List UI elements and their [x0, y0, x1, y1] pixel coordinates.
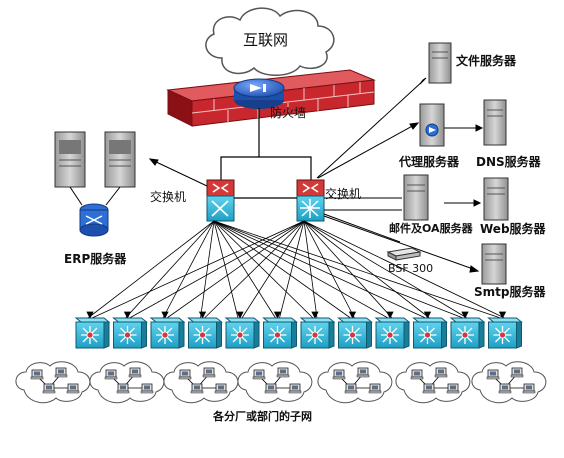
access-switch-icon	[374, 317, 411, 349]
arrowhead	[348, 311, 357, 319]
access-link-left	[200, 220, 215, 319]
arrowhead	[123, 311, 132, 319]
access-switch-icon	[187, 317, 223, 349]
access-link-left	[213, 220, 276, 319]
bsf-label: BSF 300	[388, 262, 434, 275]
subnet-cloud-icon	[395, 361, 471, 404]
access-link-right	[241, 220, 305, 319]
access-link-right	[279, 220, 305, 319]
access-link-left	[213, 220, 351, 319]
dns-server-label: DNS服务器	[476, 155, 541, 169]
access-switch-icon	[224, 317, 261, 349]
file-server-label: 文件服务器	[456, 54, 517, 68]
access-link-left	[213, 220, 464, 319]
arrowhead	[386, 311, 394, 319]
access-link-right	[303, 220, 393, 319]
access-link-right	[303, 220, 430, 319]
access-link-right	[91, 220, 305, 319]
access-link-right	[129, 220, 305, 319]
access-link-right	[303, 220, 318, 319]
access-switch-icon	[262, 317, 298, 349]
access-switch-icon	[449, 317, 486, 349]
access-link-right	[303, 220, 505, 319]
core-switch-left-icon	[206, 179, 235, 222]
core-switch-right-icon	[296, 179, 325, 222]
proxy-server-label: 代理服务器	[399, 155, 460, 169]
server-links	[148, 77, 484, 273]
subnet-cloud-icon	[471, 361, 547, 404]
access-switch-icon	[112, 317, 148, 349]
access-switch-icon	[149, 317, 186, 349]
subnet-cloud-icon	[89, 361, 165, 404]
subnets-label: 各分厂或部门的子网	[213, 410, 312, 423]
proxy-server-icon	[419, 103, 445, 147]
arrowhead	[86, 311, 94, 319]
bsf-appliance-icon	[386, 247, 422, 261]
subnet-cloud-icon	[163, 361, 239, 404]
web-server-icon	[483, 177, 509, 221]
router-icon	[233, 78, 285, 109]
access-link-left	[213, 220, 426, 319]
access-links	[86, 220, 507, 319]
access-link-right	[204, 220, 305, 319]
uplink-lines	[220, 108, 312, 180]
left-switch-label: 交换机	[150, 190, 187, 204]
erp-server-group-icon	[54, 131, 136, 237]
mail-oa-server-label: 邮件及OA服务器	[389, 222, 473, 235]
access-switch-row	[74, 317, 523, 349]
access-switch-icon	[337, 317, 373, 349]
access-switch-icon	[299, 317, 336, 349]
web-server-label: Web服务器	[480, 222, 546, 236]
access-link-left	[87, 220, 215, 319]
file-server-icon	[428, 42, 452, 84]
dns-server-icon	[483, 99, 507, 146]
erp-server-label: ERP服务器	[64, 252, 127, 266]
access-link-left	[213, 220, 389, 319]
arrowhead	[461, 311, 469, 319]
internet-label: 互联网	[243, 31, 289, 49]
internet-cloud-icon	[205, 7, 335, 76]
arrowhead	[498, 311, 507, 319]
arrowhead	[311, 311, 319, 319]
access-switch-icon	[412, 317, 448, 349]
subnet-cloud-icon	[15, 361, 91, 404]
arrowhead	[161, 311, 169, 319]
access-link-left	[125, 220, 215, 319]
arrowhead	[273, 311, 282, 319]
access-link-left	[213, 220, 314, 319]
access-link-right	[303, 220, 355, 319]
access-link-left	[213, 220, 239, 319]
smtp-server-label: Smtp服务器	[474, 285, 546, 299]
subnet-cloud-icon	[237, 361, 313, 404]
right-switch-label: 交换机	[325, 187, 362, 201]
subnet-cloud-icon	[317, 361, 393, 404]
access-link-right	[303, 220, 468, 319]
firewall-label: 防火墙	[270, 106, 307, 120]
access-switch-icon	[74, 317, 111, 349]
arrowhead	[423, 311, 432, 319]
subnet-cloud-row	[15, 361, 547, 404]
access-link-right	[166, 220, 305, 319]
arrowhead	[198, 311, 207, 319]
access-switch-icon	[487, 317, 523, 349]
smtp-server-icon	[481, 243, 507, 285]
access-link-left	[213, 220, 501, 319]
arrowhead	[236, 311, 244, 319]
mail-oa-server-icon	[403, 174, 429, 221]
access-link-left	[162, 220, 215, 319]
